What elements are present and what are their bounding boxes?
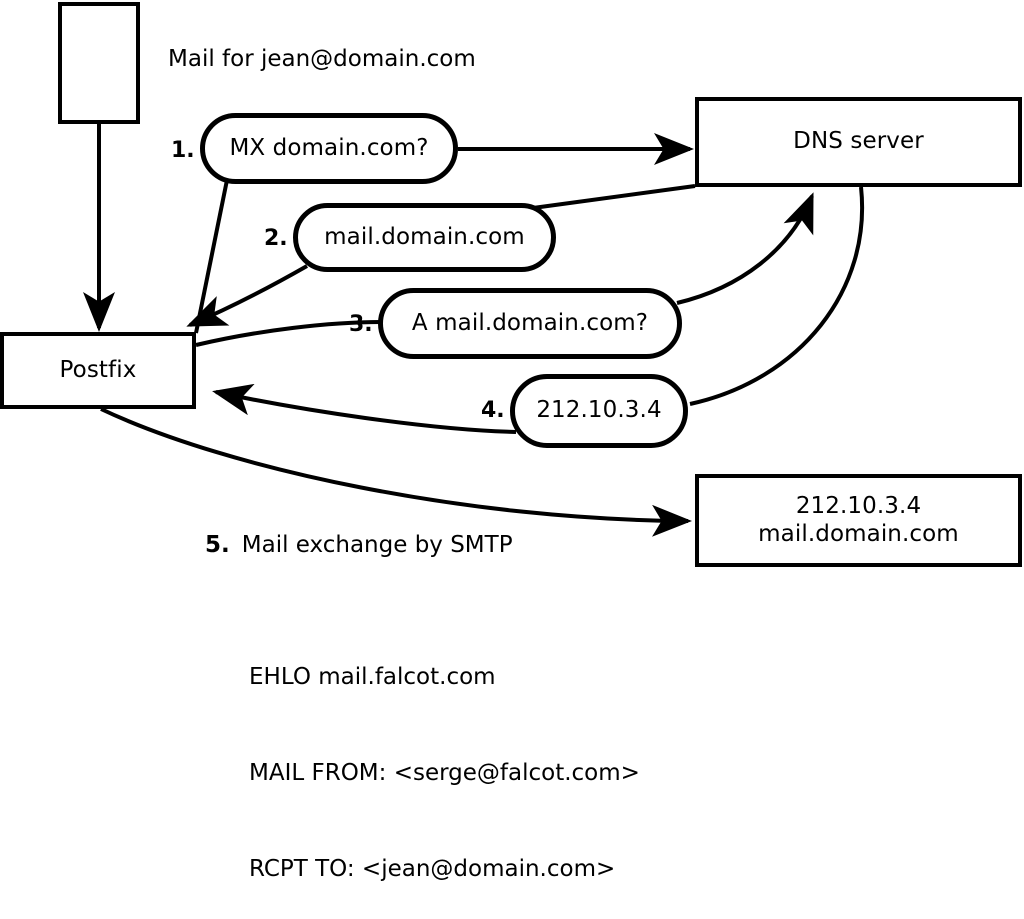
transcript-line: EHLO mail.falcot.com — [249, 664, 496, 690]
step-1-label: MX domain.com? — [229, 134, 429, 161]
remote-mx-ip: 212.10.3.4 — [795, 493, 922, 520]
remote-mx-box[interactable]: 212.10.3.4 mail.domain.com — [695, 474, 1022, 567]
step-5-smtp-label: 5. Mail exchange by SMTP — [205, 532, 513, 558]
connector-step3-to-dns — [676, 192, 814, 305]
step-4-bubble[interactable]: 212.10.3.4 — [510, 374, 688, 448]
remote-mx-hostname: mail.domain.com — [758, 520, 959, 547]
step-3-number: 3. — [349, 312, 373, 337]
step-4-label: 212.10.3.4 — [536, 397, 662, 424]
transcript-line: MAIL FROM: <serge@falcot.com> — [249, 760, 640, 786]
mail-for-caption: Mail for jean@domain.com — [168, 46, 476, 72]
connector-step5-smtp — [100, 407, 692, 537]
connector-step4-to-postfix — [212, 383, 517, 434]
step-3-bubble[interactable]: A mail.domain.com? — [378, 288, 682, 359]
postfix-label: Postfix — [59, 356, 137, 383]
transcript-line: RCPT TO: <jean@domain.com> — [249, 856, 616, 882]
step-2-number: 2. — [264, 226, 288, 251]
postfix-box[interactable]: Postfix — [0, 332, 196, 409]
sender-box — [58, 2, 140, 124]
smtp-transcript: EHLO mail.falcot.com MAIL FROM: <serge@f… — [249, 597, 640, 919]
step-5-number: 5. — [205, 532, 230, 558]
step-2-label: mail.domain.com — [324, 223, 525, 250]
dns-server-box[interactable]: DNS server — [695, 97, 1022, 187]
connector-step4-from-dns — [689, 186, 865, 406]
connector-step2-from-dns — [532, 184, 696, 210]
connector-step3-from-postfix — [195, 320, 382, 347]
step-1-number: 1. — [171, 138, 195, 163]
step-5-text: Mail exchange by SMTP — [241, 532, 513, 558]
step-4-number: 4. — [481, 398, 505, 423]
connector-step2-to-postfix — [186, 264, 308, 327]
dns-server-label: DNS server — [793, 128, 924, 155]
step-3-label: A mail.domain.com? — [411, 309, 649, 336]
step-2-bubble[interactable]: mail.domain.com — [293, 203, 556, 272]
step-1-bubble[interactable]: MX domain.com? — [200, 113, 458, 184]
